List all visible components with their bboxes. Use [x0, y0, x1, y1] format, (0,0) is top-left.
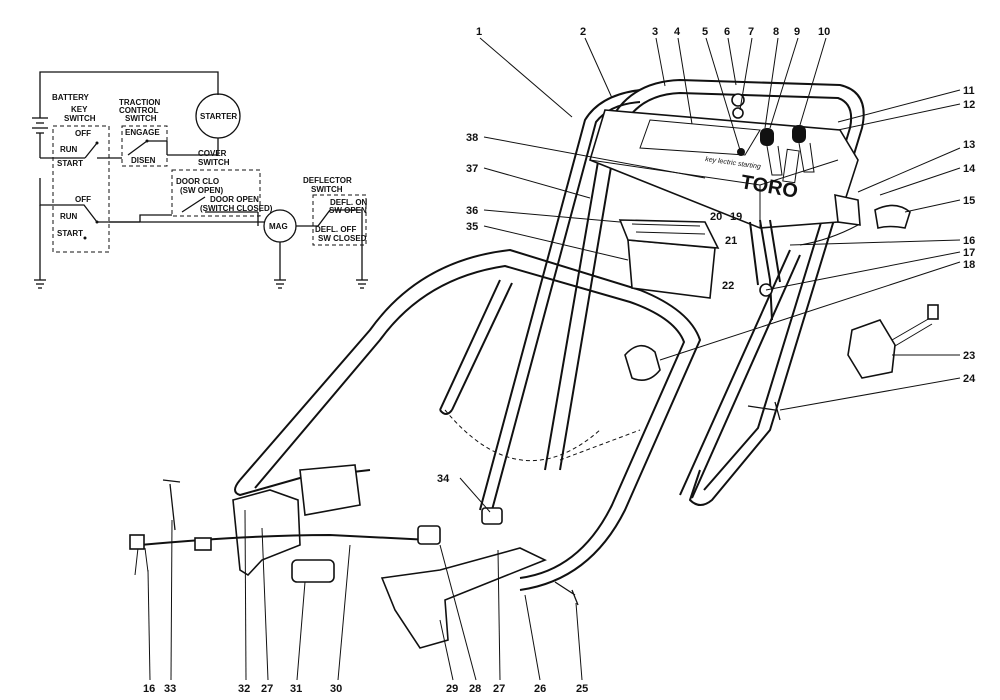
control-knob-10 — [792, 125, 806, 143]
mag-label: MAG — [269, 222, 288, 231]
part-number-24: 24 — [963, 373, 976, 385]
key-pos-start-top: START — [57, 159, 83, 168]
battery-box — [618, 219, 720, 299]
left-bracket-32 — [232, 489, 301, 577]
key-switch-label-2: SWITCH — [64, 114, 96, 123]
key-pos-start-bottom: START — [57, 229, 83, 238]
part-number-30: 30 — [330, 683, 342, 695]
starter-label: STARTER — [200, 112, 237, 121]
part-number-9: 9 — [794, 26, 800, 38]
deflector-label-2: SWITCH — [311, 185, 343, 194]
part-number-19: 19 — [730, 211, 742, 223]
key-pos-off-bottom: OFF — [75, 195, 91, 204]
cover-switch-box — [171, 169, 261, 217]
handle-knob-18 — [624, 344, 661, 381]
traction-pos-engage: ENGAGE — [125, 128, 160, 137]
part-number-11: 11 — [963, 85, 975, 97]
callout-leaders — [147, 37, 961, 681]
part-number-7: 7 — [748, 26, 754, 38]
part-number-34: 34 — [437, 473, 450, 485]
cover-pos-1: DOOR CLO — [176, 177, 219, 186]
switch-bracket-13 — [834, 193, 861, 226]
solenoid-23 — [847, 304, 939, 379]
key-pos-off-top: OFF — [75, 129, 91, 138]
part-number-35: 35 — [466, 221, 478, 233]
part-number-16: 16 — [963, 235, 975, 247]
battery-label: BATTERY — [52, 93, 90, 102]
part-number-31: 31 — [290, 683, 302, 695]
part-number-29: 29 — [446, 683, 458, 695]
deflector-pos-1: DEFL. ON — [330, 198, 368, 207]
battery-symbol — [32, 117, 48, 150]
deflector-switch-box — [312, 194, 367, 246]
part-number-22: 22 — [722, 280, 734, 292]
switch-cover-15 — [874, 204, 911, 229]
part-number-38: 38 — [466, 132, 478, 144]
cover-label-2: SWITCH — [198, 158, 230, 167]
part-number-33: 33 — [164, 683, 176, 695]
part-number-1: 1 — [476, 26, 482, 38]
part-number-26: 26 — [534, 683, 546, 695]
control-panel: key lectric starting TORO — [589, 93, 859, 229]
wiring-schematic: BATTERY STARTER KEY SWITCH OFF RUN START… — [32, 71, 368, 289]
part-number-3: 3 — [652, 26, 658, 38]
lower-bracket-29 — [380, 547, 547, 649]
part-number-10: 10 — [818, 26, 830, 38]
key-pos-run-top: RUN — [60, 145, 78, 154]
part-number-28: 28 — [469, 683, 481, 695]
cable-clip-31 — [291, 559, 335, 583]
part-number-25: 25 — [576, 683, 588, 695]
cover-pos-2: (SW OPEN) — [180, 186, 223, 195]
traction-pos-disen: DISEN — [131, 156, 156, 165]
part-number-2: 2 — [580, 26, 586, 38]
part-number-6: 6 — [724, 26, 730, 38]
cover-pos-3: DOOR OPEN — [210, 195, 259, 204]
part-number-15: 15 — [963, 195, 975, 207]
part-number-4: 4 — [674, 26, 681, 38]
part-number-17: 17 — [963, 247, 975, 259]
part-number-16-bottom: 16 — [143, 683, 155, 695]
key-switch-label-1: KEY — [71, 105, 88, 114]
carriage-bolt-25 — [554, 581, 579, 606]
cover-label-1: COVER — [198, 149, 227, 158]
deflector-pos-4: SW CLOSED — [318, 234, 367, 243]
traction-label-3: SWITCH — [125, 114, 157, 123]
key-pos-run-bottom: RUN — [60, 212, 78, 221]
part-number-21: 21 — [725, 235, 737, 247]
part-number-20: 20 — [710, 211, 722, 223]
part-number-37: 37 — [466, 163, 478, 175]
part-number-27-right: 27 — [493, 683, 505, 695]
part-number-labels: 1 2 3 4 5 6 7 8 9 10 11 12 13 14 15 16 1… — [143, 26, 976, 695]
carriage-bolt-24 — [747, 401, 781, 421]
deflector-pos-3: DEFL. OFF — [315, 225, 356, 234]
part-number-36: 36 — [466, 205, 478, 217]
part-number-18: 18 — [963, 259, 975, 271]
traction-label-1: TRACTION — [119, 98, 161, 107]
part-number-14: 14 — [963, 163, 976, 175]
cover-pos-4: (SWITCH CLOSED) — [200, 204, 273, 213]
part-number-32: 32 — [238, 683, 250, 695]
part-number-13: 13 — [963, 139, 975, 151]
key-switch-box — [52, 125, 110, 253]
part-number-27-left: 27 — [261, 683, 273, 695]
part-number-23: 23 — [963, 350, 975, 362]
traction-label-2: CONTROL — [119, 106, 159, 115]
part-number-5: 5 — [702, 26, 708, 38]
control-knob-9 — [760, 128, 774, 146]
bolt-33 — [162, 479, 181, 531]
part-number-8: 8 — [773, 26, 779, 38]
handle-assembly: key lectric starting TORO — [129, 79, 939, 649]
part-number-12: 12 — [963, 99, 975, 111]
deflector-label-1: DEFLECTOR — [303, 176, 352, 185]
